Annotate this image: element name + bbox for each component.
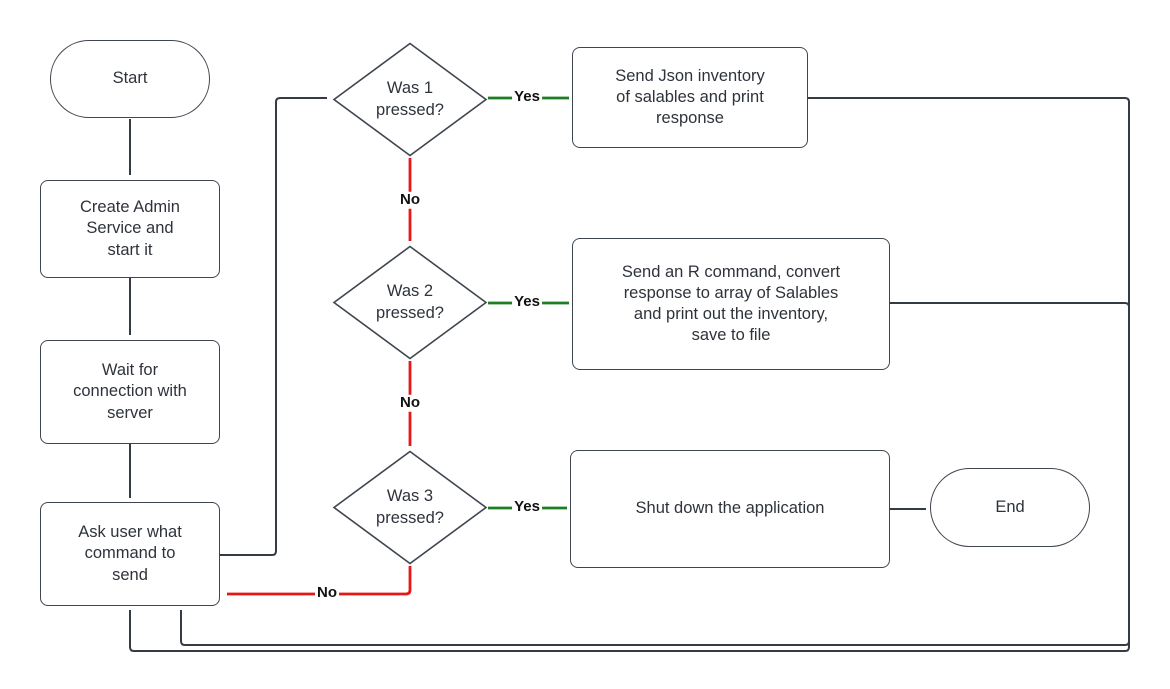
node-send-r-command-label: Send an R command, convert response to a…	[621, 262, 841, 345]
node-end-label: End	[995, 497, 1025, 516]
node-shut-down-application[interactable]: Shut down the application	[570, 450, 890, 568]
node-send-json-inventory-label: Send Json inventory of salables and prin…	[615, 66, 765, 128]
diamond-shape	[332, 245, 488, 360]
edge-label-yes-2: Yes	[512, 292, 542, 311]
diamond-shape	[332, 42, 488, 157]
node-was-2-pressed-label: Was 2 pressed?	[376, 282, 444, 322]
edge-label-no-3: No	[315, 583, 339, 602]
edge-sendjson-return-to-ask	[129, 97, 1130, 652]
edge-label-no-1: No	[398, 190, 422, 209]
node-create-admin-service-label: Create Admin Service and start it	[80, 198, 180, 259]
node-was-2-pressed-decision[interactable]: Was 2 pressed?	[332, 245, 488, 360]
diamond-shape	[332, 450, 488, 565]
node-was-1-pressed-decision[interactable]: Was 1 pressed?	[332, 42, 488, 157]
node-was-3-pressed-label: Was 3 pressed?	[376, 487, 444, 527]
node-wait-for-connection[interactable]: Wait for connection with server	[40, 340, 220, 444]
node-send-r-command[interactable]: Send an R command, convert response to a…	[572, 238, 890, 370]
node-was-3-pressed-decision[interactable]: Was 3 pressed?	[332, 450, 488, 565]
node-ask-user-command[interactable]: Ask user what command to send	[40, 502, 220, 606]
node-wait-for-connection-label: Wait for connection with server	[73, 361, 187, 422]
edge-ask-to-was1	[220, 97, 327, 556]
edge-label-yes-1: Yes	[512, 87, 542, 106]
node-was-1-pressed-label: Was 1 pressed?	[376, 79, 444, 119]
node-ask-user-command-label: Ask user what command to send	[78, 523, 182, 584]
node-end[interactable]: End	[930, 468, 1090, 547]
node-shut-down-application-label: Shut down the application	[635, 499, 825, 518]
edge-label-no-2: No	[398, 393, 422, 412]
node-start-label: Start	[112, 69, 148, 88]
node-send-json-inventory[interactable]: Send Json inventory of salables and prin…	[572, 47, 808, 148]
node-start[interactable]: Start	[50, 40, 210, 118]
node-create-admin-service[interactable]: Create Admin Service and start it	[40, 180, 220, 278]
edge-label-yes-3: Yes	[512, 497, 542, 516]
